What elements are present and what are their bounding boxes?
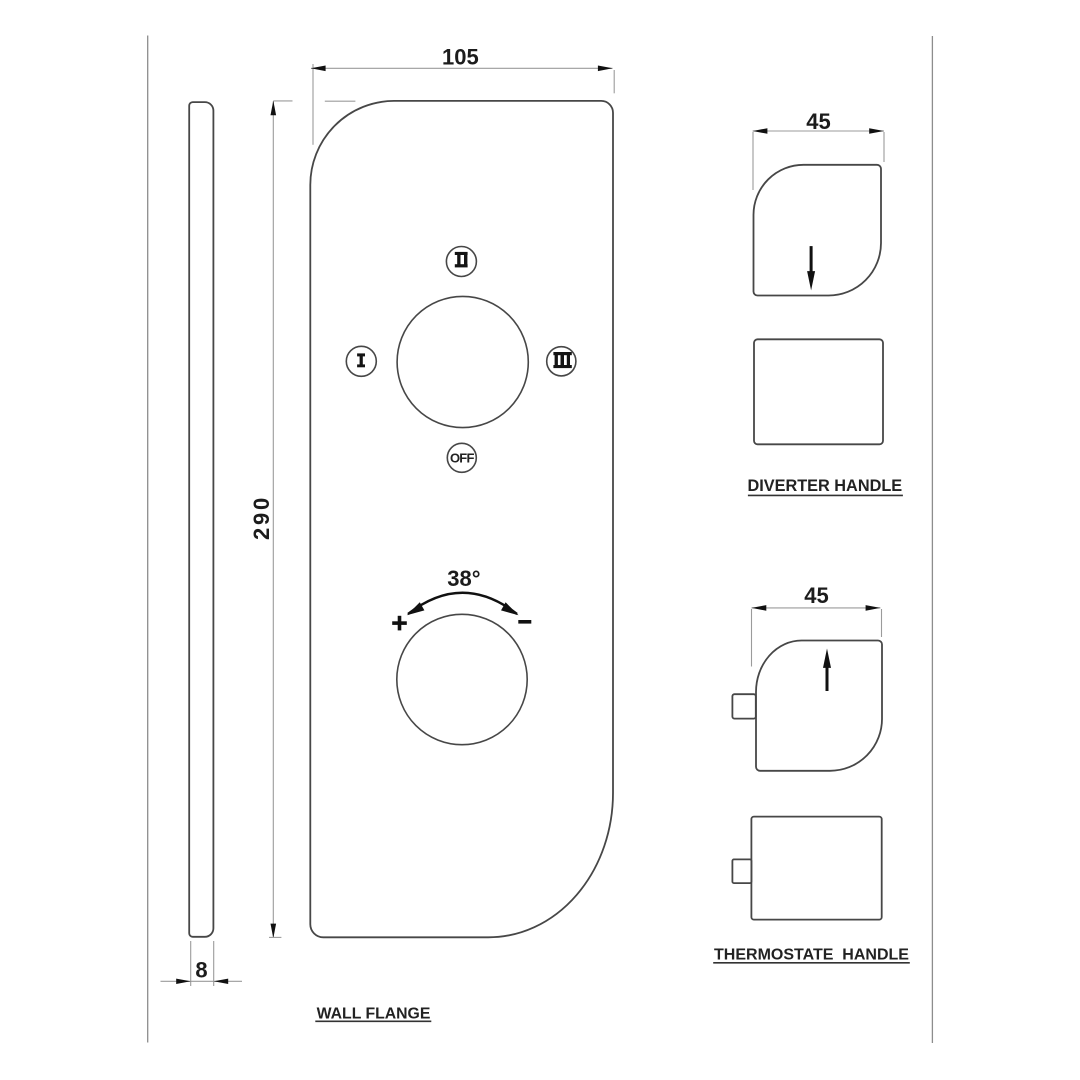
svg-text:WALL FLANGE: WALL FLANGE [317,1006,431,1023]
svg-text:45: 45 [804,583,828,608]
svg-text:45: 45 [806,109,830,134]
svg-text:THERMOSTATE HANDLE: THERMOSTATE HANDLE [714,946,909,963]
svg-text:DIVERTER HANDLE: DIVERTER HANDLE [747,477,902,495]
svg-text:8: 8 [195,958,207,983]
svg-text:105: 105 [442,44,479,69]
svg-text:290: 290 [249,495,274,540]
svg-text:OFF: OFF [450,451,474,466]
svg-text:38°: 38° [447,566,480,591]
